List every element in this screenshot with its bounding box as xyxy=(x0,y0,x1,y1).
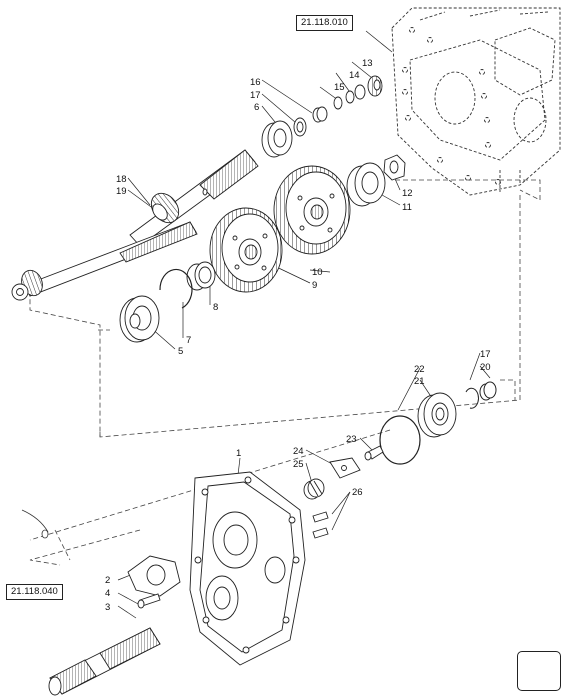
reference-link-21-118-010[interactable]: 21.118.010 xyxy=(296,15,353,31)
callout-14: 14 xyxy=(349,70,360,81)
callout-2: 2 xyxy=(105,575,110,586)
bearing-11 xyxy=(346,162,386,207)
gear-10 xyxy=(273,165,351,255)
callout-17-top: 17 xyxy=(250,90,261,101)
callout-16: 16 xyxy=(250,77,261,88)
callout-20: 20 xyxy=(480,362,491,373)
reference-link-21-118-040[interactable]: 21.118.040 xyxy=(6,584,63,600)
callout-numbers: 13 14 15 16 17 6 18 19 12 11 10 9 8 7 5 … xyxy=(105,58,491,613)
callout-17-right: 17 xyxy=(480,349,491,360)
o-ring-22 xyxy=(379,415,421,465)
callout-1: 1 xyxy=(236,448,241,459)
gearbox-housing xyxy=(391,7,561,196)
ring-17-20 xyxy=(465,381,497,409)
bearing-5 xyxy=(119,295,160,343)
cover-2 xyxy=(127,555,181,597)
callout-11: 11 xyxy=(402,202,412,213)
ring-16-17 xyxy=(293,106,328,137)
callout-8: 8 xyxy=(213,302,218,313)
hose-fitting xyxy=(21,509,49,539)
callout-25: 25 xyxy=(293,459,304,470)
fitting-23 xyxy=(364,445,384,461)
bearing-21 xyxy=(417,392,457,438)
callout-15: 15 xyxy=(334,82,345,93)
callout-6: 6 xyxy=(254,102,259,113)
output-shaft-3 xyxy=(48,627,161,696)
next-page-button[interactable] xyxy=(517,651,561,691)
parts-13-14-15 xyxy=(333,75,383,110)
bush-8 xyxy=(186,261,216,291)
plate-24 xyxy=(329,457,361,479)
callout-7: 7 xyxy=(186,335,191,346)
callout-4: 4 xyxy=(105,588,110,599)
upper-shaft xyxy=(129,149,259,247)
callout-12: 12 xyxy=(402,188,413,199)
snap-ring-7 xyxy=(159,268,193,309)
leader-lines xyxy=(117,30,491,619)
callout-22: 22 xyxy=(414,364,425,375)
callout-10: 10 xyxy=(312,267,323,278)
spring-25 xyxy=(303,478,325,500)
callout-3: 3 xyxy=(105,602,110,613)
callout-26: 26 xyxy=(352,487,363,498)
callout-13: 13 xyxy=(362,58,373,69)
callout-19: 19 xyxy=(116,186,127,197)
callout-9: 9 xyxy=(312,280,317,291)
pins-26 xyxy=(312,511,329,539)
bearing-6 xyxy=(261,120,293,158)
callout-5: 5 xyxy=(178,346,183,357)
lower-long-shaft xyxy=(11,221,198,301)
nut-12 xyxy=(383,154,406,181)
housing-1 xyxy=(189,471,306,666)
callout-23: 23 xyxy=(346,434,357,445)
gear-9 xyxy=(209,207,283,293)
bolt-4 xyxy=(137,593,161,609)
gear-18-19 xyxy=(150,192,180,224)
callout-24: 24 xyxy=(293,446,304,457)
callout-21: 21 xyxy=(414,376,425,387)
callout-18: 18 xyxy=(116,174,127,185)
